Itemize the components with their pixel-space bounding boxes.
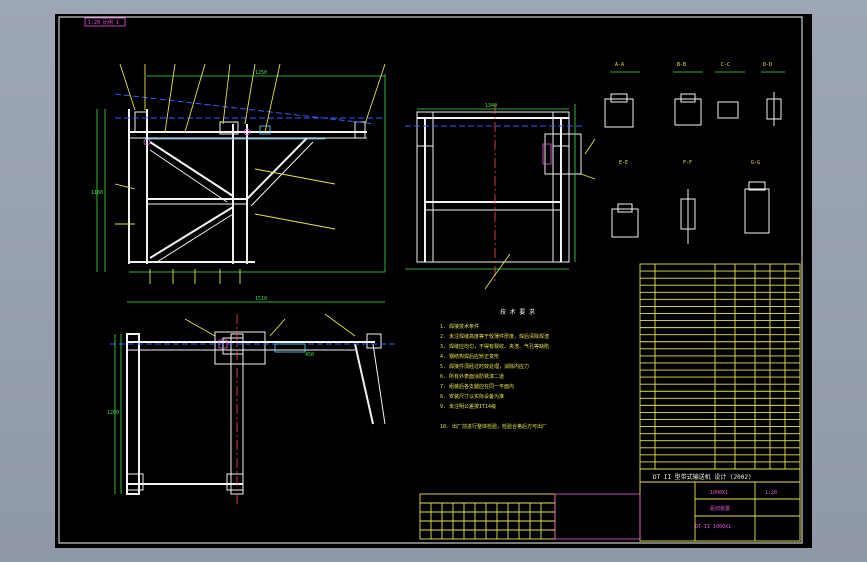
tech-item-3: 3. 焊缝应均匀，不得有裂纹、夹渣、气孔等缺陷 [440, 343, 549, 350]
tech-item-7: 7. 组装后各支腿应在同一平面内 [440, 383, 514, 390]
corner-tag-text: 1:20 比例 1 [88, 19, 119, 26]
title-block-drawing-no: 1000X1 [710, 490, 728, 496]
tech-item-10: 10. 出厂前进行整体检验，检验合格后方可出厂 [440, 423, 547, 430]
title-block-name: 驱动装置 [710, 505, 730, 512]
dim-top-width: 1250 [255, 70, 267, 76]
title-block-sheet-code: DT-II 1000X1 [695, 524, 731, 530]
tech-item-6: 6. 所有外表面涂防锈漆二道 [440, 373, 504, 380]
revision-table [419, 493, 641, 540]
tech-item-4: 4. 钢结构焊后应矫正变形 [440, 353, 499, 360]
section-label-2: B-B [677, 62, 686, 68]
title-block-scale: 1:20 [765, 490, 777, 496]
parts-table-rows [640, 270, 800, 463]
dim-plan-depth: 1260 [107, 410, 119, 416]
section-details: A-A B-B C-C D-D E-E F-F G-G [604, 62, 785, 244]
dim-frame-width: 1340 [485, 103, 497, 109]
side-view: 1340 [405, 103, 596, 290]
sheet-border [58, 16, 803, 544]
dim-span: 450 [305, 352, 314, 358]
tech-item-2: 2. 未注焊缝高度等于较薄件厚度，焊后清除焊渣 [440, 333, 549, 340]
plan-view: 1510 1260 450 [107, 296, 395, 504]
section-label-4: D-D [763, 62, 772, 68]
section-label-3: C-C [721, 62, 730, 68]
tech-item-1: 1. 焊接技术条件 [440, 323, 479, 330]
elevation-view: 1250 1160 [91, 63, 386, 284]
tech-requirements-heading: 技 术 要 求 [500, 308, 535, 316]
section-label-7: G-G [751, 160, 760, 166]
parts-list-table [639, 263, 801, 470]
dim-plan-width: 1510 [255, 296, 267, 302]
tech-item-5: 5. 焊接件须经过时效处理，消除内应力 [440, 363, 529, 370]
tech-item-9: 9. 未注明公差按IT14级 [440, 403, 496, 410]
tech-requirements: 技 术 要 求 1. 焊接技术条件 2. 未注焊缝高度等于较薄件厚度，焊后清除焊… [440, 308, 549, 430]
section-label-1: A-A [615, 62, 624, 68]
section-label-5: E-E [619, 160, 628, 166]
dim-height: 1160 [91, 190, 103, 196]
drawing-sheet[interactable]: 1:20 比例 1 [55, 14, 812, 548]
title-block: DT II 型带式输送机 设计 (2002) 1000X1 驱动装置 DT-II… [639, 468, 801, 542]
corner-tag-box [84, 17, 126, 27]
cad-drawing: 1:20 比例 1 [58, 16, 803, 544]
section-label-6: F-F [683, 160, 692, 166]
tech-item-8: 8. 安装尺寸以实际设备为准 [440, 393, 504, 400]
title-block-title: DT II 型带式输送机 设计 (2002) [653, 473, 752, 481]
